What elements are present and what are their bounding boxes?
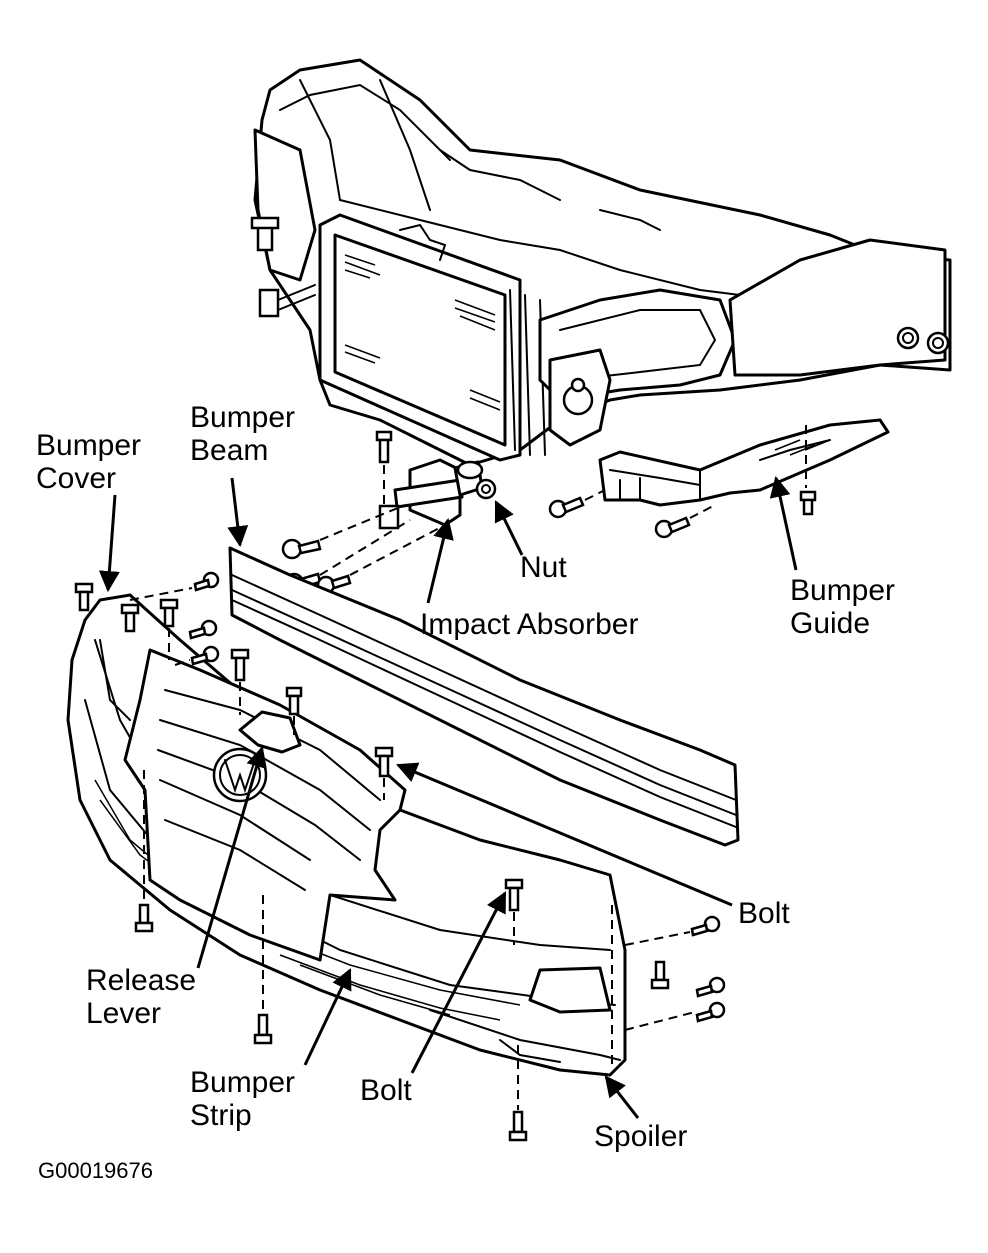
bolt-icon (548, 496, 585, 519)
cover-fasteners (74, 571, 726, 1142)
vehicle-front-structure (250, 58, 952, 467)
bolt-icon (134, 903, 154, 933)
bolt-icon (159, 598, 179, 628)
bolt-icon (193, 571, 220, 592)
bolt-icon (253, 1013, 273, 1045)
label-release-lever-line2: Lever (86, 997, 161, 1030)
bolt-icon (230, 648, 250, 682)
label-bumper-guide-line1: Bumper (790, 574, 895, 607)
label-bolt-bottom: Bolt (360, 1074, 412, 1107)
label-release-lever-line1: Release (86, 964, 196, 997)
bolt-icon (654, 516, 691, 539)
bolt-icon (650, 960, 670, 990)
label-bumper-strip-line2: Strip (190, 1099, 252, 1132)
leader-lines (98, 475, 798, 1119)
bolt-icon (695, 976, 726, 998)
label-nut: Nut (520, 551, 567, 584)
bolt-icon (74, 582, 94, 612)
bolt-icon (188, 619, 218, 640)
bolt-icon (190, 645, 220, 666)
bolt-icon (799, 490, 817, 516)
label-bumper-beam-line1: Bumper (190, 401, 295, 434)
label-bumper-cover-line2: Cover (36, 462, 116, 495)
bolt-icon (690, 915, 721, 937)
label-spoiler: Spoiler (594, 1120, 687, 1153)
label-bumper-strip-line1: Bumper (190, 1066, 295, 1099)
labels: Bumper Cover Bumper Beam Nut Impact Abso… (36, 401, 895, 1183)
bolt-icon (120, 603, 140, 633)
bumper-guide (548, 418, 890, 539)
bolt-icon (508, 1110, 528, 1142)
bolt-icon (375, 430, 393, 464)
figure-id: G00019676 (38, 1158, 153, 1183)
label-bumper-cover-line1: Bumper (36, 429, 141, 462)
bumper-beam (228, 546, 740, 847)
bolt-icon (695, 1001, 726, 1023)
label-impact-absorber: Impact Absorber (420, 608, 638, 641)
bolt-icon (504, 878, 524, 912)
bolt-icon (281, 538, 322, 560)
bolt-icon (374, 746, 394, 778)
label-bolt-right: Bolt (738, 897, 790, 930)
bumper-cover (66, 593, 627, 1077)
label-bumper-guide-line2: Guide (790, 607, 870, 640)
bolt-icon (285, 686, 303, 716)
label-bumper-beam-line2: Beam (190, 434, 268, 467)
